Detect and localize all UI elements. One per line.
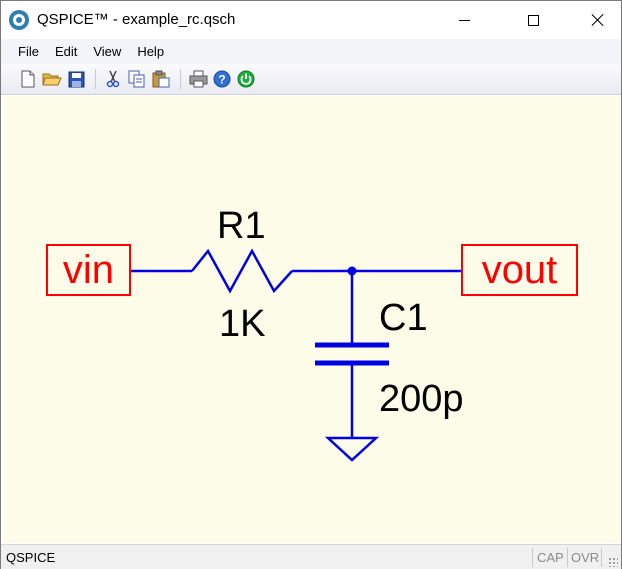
menu-help[interactable]: Help [137, 44, 165, 59]
menu-bar: File Edit View Help [1, 39, 621, 64]
maximize-button[interactable] [510, 1, 556, 39]
net-label-vin-text: vin [62, 248, 115, 292]
cut-button[interactable] [102, 68, 124, 90]
ground-icon[interactable] [324, 436, 380, 462]
help-icon: ? [213, 70, 231, 88]
status-bar: QSPICE CAP OVR [1, 544, 621, 569]
status-divider [567, 548, 568, 567]
resistor-ref[interactable]: R1 [217, 205, 266, 247]
status-text: QSPICE [6, 550, 56, 565]
title-bar[interactable]: QSPICE™ - example_rc.qsch [1, 1, 621, 39]
minimize-icon [458, 19, 470, 21]
open-folder-icon [42, 73, 62, 86]
window-title: QSPICE™ - example_rc.qsch [37, 11, 236, 28]
caps-lock-indicator: CAP [537, 550, 564, 565]
toolbar: ? [1, 64, 621, 95]
capacitor-ref[interactable]: C1 [379, 297, 428, 339]
net-label-vout-text: vout [481, 248, 558, 292]
paste-button[interactable] [150, 68, 172, 90]
net-label-vin[interactable]: vin [46, 244, 131, 296]
status-divider [532, 548, 533, 567]
copy-icon [128, 70, 145, 88]
close-icon [591, 13, 605, 27]
paste-icon [152, 70, 170, 88]
close-button[interactable] [575, 1, 621, 39]
resize-grip-icon[interactable] [608, 557, 618, 567]
svg-text:?: ? [218, 73, 225, 87]
run-simulation-button[interactable] [235, 68, 257, 90]
help-button[interactable]: ? [211, 68, 233, 90]
status-divider [601, 548, 602, 567]
menu-file[interactable]: File [18, 44, 39, 59]
menu-edit[interactable]: Edit [54, 44, 78, 59]
new-file-icon [21, 70, 35, 88]
cut-icon [106, 70, 120, 88]
schematic-drawing [130, 248, 461, 462]
overwrite-indicator: OVR [571, 550, 600, 565]
save-icon [68, 71, 84, 87]
resistor-value[interactable]: 1K [219, 303, 266, 345]
menu-view[interactable]: View [93, 44, 122, 59]
run-simulation-icon [237, 70, 255, 88]
maximize-icon [527, 14, 539, 26]
print-icon [189, 70, 207, 88]
save-button[interactable] [65, 68, 87, 90]
new-file-button[interactable] [17, 68, 39, 90]
toolbar-separator [95, 69, 96, 89]
minimize-button[interactable] [441, 1, 487, 39]
schematic-canvas[interactable]: vin vout R1 1K C1 200p [4, 96, 620, 543]
qspice-logo-icon[interactable] [9, 10, 29, 30]
resistor-symbol[interactable] [191, 248, 293, 294]
toolbar-separator [180, 69, 181, 89]
open-button[interactable] [41, 68, 63, 90]
print-button[interactable] [187, 68, 209, 90]
net-label-vout[interactable]: vout [461, 244, 578, 296]
capacitor-value[interactable]: 200p [379, 378, 464, 420]
copy-button[interactable] [126, 68, 148, 90]
